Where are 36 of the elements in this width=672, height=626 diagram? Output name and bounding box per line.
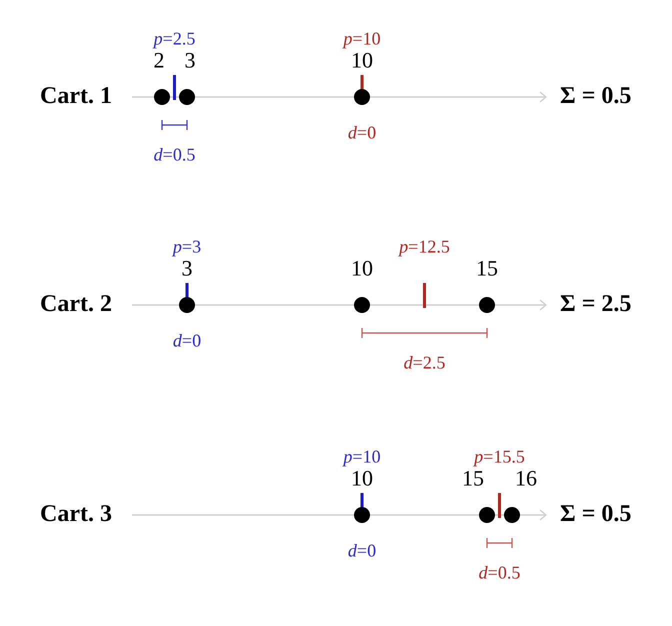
value-label: 3	[184, 47, 196, 73]
distance-label: d=0	[348, 122, 376, 144]
row-label: Cart. 2	[40, 291, 112, 319]
distance-label: d=2.5	[404, 352, 446, 374]
value-label: 15	[462, 465, 484, 491]
position-label: p=10	[343, 28, 381, 50]
distance-label: d=0.5	[154, 144, 196, 166]
data-point	[179, 89, 195, 105]
position-label: p=2.5	[154, 28, 196, 50]
data-point	[479, 507, 495, 523]
value-label: 16	[515, 465, 537, 491]
row-label: Cart. 1	[40, 83, 112, 111]
position-label: p=15.5	[474, 446, 525, 468]
row-label: Cart. 3	[40, 501, 112, 529]
data-point	[354, 507, 370, 523]
distance-label: d=0	[348, 540, 376, 562]
value-label: 10	[351, 255, 373, 281]
position-label: p=3	[172, 236, 202, 258]
value-label: 3	[182, 255, 192, 281]
data-point	[479, 297, 495, 313]
distance-label: d=0	[172, 330, 202, 352]
sum-label: Σ = 2.5	[560, 291, 632, 319]
distance-label: d=0.5	[478, 562, 520, 584]
value-label: 2	[154, 47, 164, 73]
value-label: 10	[351, 465, 373, 491]
data-point	[354, 89, 370, 105]
value-label: 10	[351, 47, 373, 73]
position-label: p=12.5	[399, 236, 450, 258]
data-point	[504, 507, 520, 523]
sum-label: Σ = 0.5	[560, 83, 632, 111]
value-label: 15	[476, 255, 498, 281]
data-point	[154, 89, 170, 105]
data-point	[179, 297, 195, 313]
sum-label: Σ = 0.5	[560, 501, 632, 529]
data-point	[354, 297, 370, 313]
position-label: p=10	[343, 446, 381, 468]
